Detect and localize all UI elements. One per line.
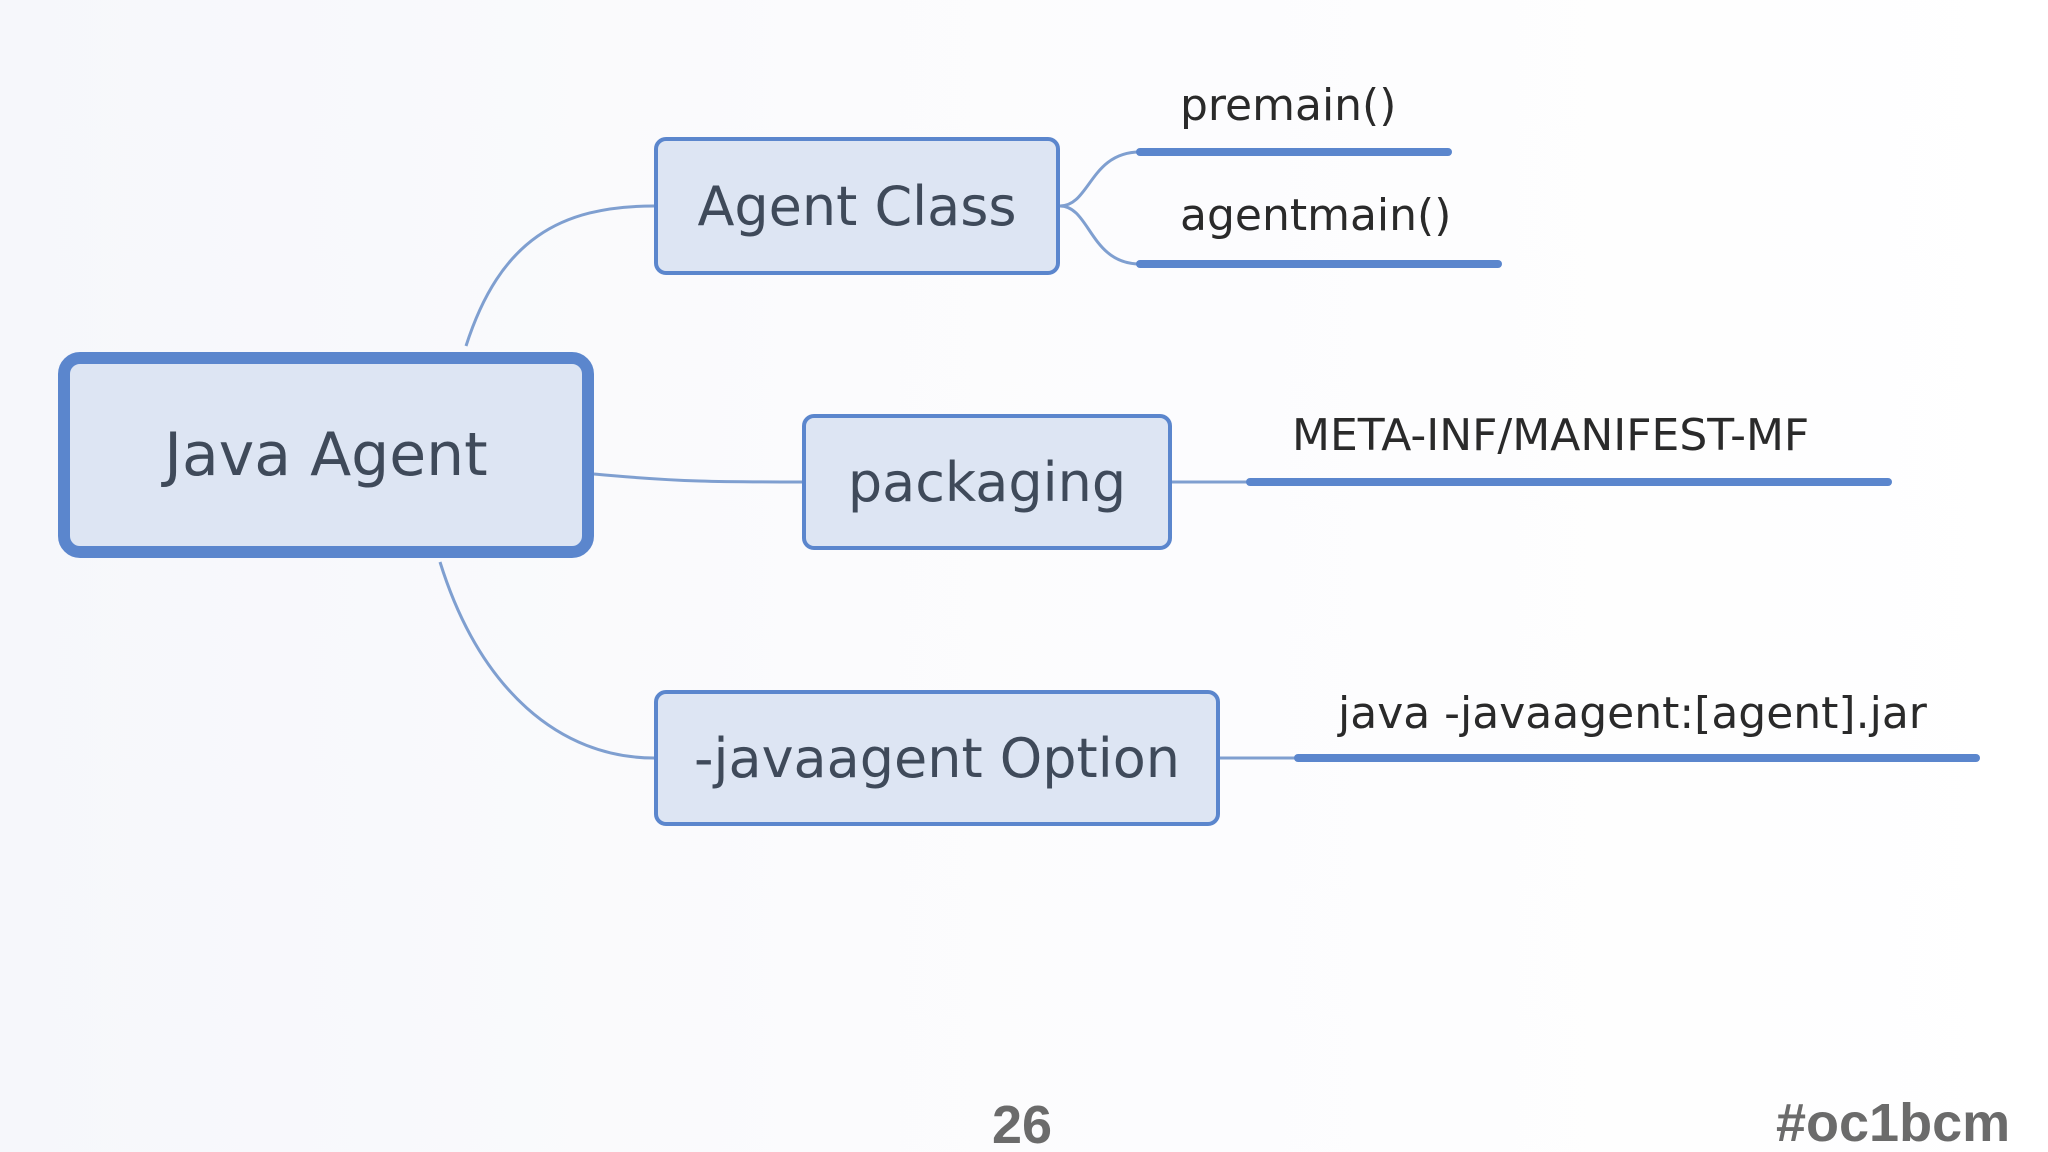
connector-agent-class-agentmain [1059, 204, 1141, 266]
root-node-java-agent: Java Agent [58, 352, 594, 558]
leaf-agentmain: agentmain() [1180, 190, 1452, 241]
root-node-label: Java Agent [164, 420, 488, 490]
connector-root-javaagent-option [438, 561, 655, 760]
connector-agent-class-premain [1059, 150, 1141, 208]
leaf-manifest: META-INF/MANIFEST-MF [1292, 410, 1810, 461]
branch-node-label: packaging [847, 450, 1127, 514]
connector-root-packaging [593, 472, 803, 484]
branch-node-javaagent-option: -javaagent Option [654, 690, 1220, 826]
branch-node-label: -javaagent Option [694, 726, 1180, 790]
connector-root-agent-class [464, 204, 655, 347]
leaf-javaagent-command: java -javaagent:[agent].jar [1338, 688, 1927, 739]
page-number: 26 [992, 1095, 1053, 1152]
branch-node-agent-class: Agent Class [654, 137, 1060, 275]
branch-node-packaging: packaging [802, 414, 1172, 550]
leaf-premain: premain() [1180, 80, 1397, 131]
branch-node-label: Agent Class [697, 174, 1017, 238]
event-hashtag: #oc1bcm [1776, 1093, 2011, 1152]
